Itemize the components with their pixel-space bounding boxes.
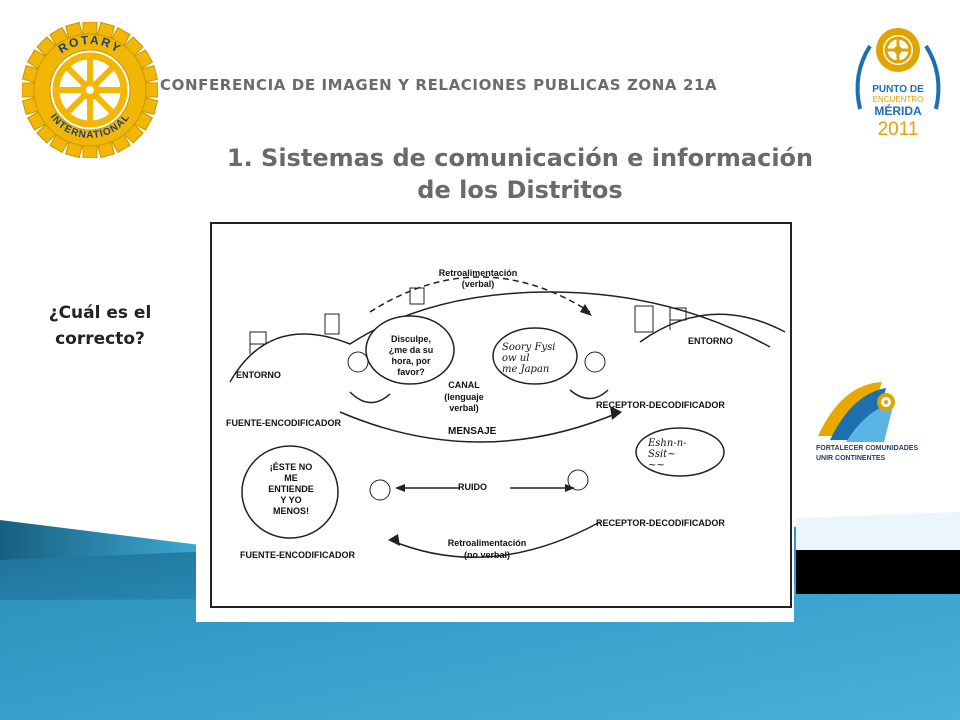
bubble-bottom-right-line: ~~ <box>648 460 665 471</box>
bubble-right-text: Soory Fysi ow ul me Japan <box>502 342 572 375</box>
label-canal: CANAL <box>448 380 480 390</box>
label-entorno-left: ENTORNO <box>236 370 281 380</box>
slide-title-line1: 1. Sistemas de comunicación e informació… <box>226 144 814 172</box>
label-canal-sub2: verbal) <box>449 403 479 413</box>
label-ruido: RUIDO <box>458 482 487 492</box>
label-retro-verbal: Retroalimentación <box>438 268 518 278</box>
communication-diagram: Retroalimentación (verbal) ENTORNO ENTOR… <box>196 212 794 622</box>
conference-title: CONFERENCIA DE IMAGEN Y RELACIONES PUBLI… <box>160 76 718 94</box>
label-fuente-bottom: FUENTE-ENCODIFICADOR <box>240 550 355 560</box>
punto-de-encuentro-logo: PUNTO DE ENCUENTRO MÉRIDA 2011 <box>855 28 941 140</box>
bubble-right-line: me Japan <box>502 364 550 375</box>
slide-title-line2: de los Distritos <box>417 176 623 204</box>
fortalecer-comunidades-logo: FORTALECER COMUNIDADES UNIR CONTINENTES <box>816 382 918 462</box>
bubble-bottom-right-line: Ssit~ <box>648 449 676 460</box>
label-receptor-top: RECEPTOR-DECODIFICADOR <box>596 400 725 410</box>
fortalecer-line2: UNIR CONTINENTES <box>816 455 886 462</box>
bubble-right-line: Soory Fysi <box>502 342 556 353</box>
diagram-drawing <box>210 222 792 608</box>
label-fuente-top: FUENTE-ENCODIFICADOR <box>226 418 341 428</box>
bubble-left-line: hora, por <box>391 356 431 366</box>
bubble-left-text: Disculpe, ¿me da su hora, por favor? <box>376 334 446 378</box>
label-mensaje: MENSAJE <box>448 426 497 437</box>
bubble-bottom-left-line: ¡ÉSTE NO <box>269 462 313 472</box>
question-text: ¿Cuál es el correcto? <box>30 300 170 352</box>
bubble-bottom-left-line: Y YO <box>280 495 302 505</box>
bubble-bottom-left-line: MENOS! <box>273 506 309 516</box>
label-receptor-bottom: RECEPTOR-DECODIFICADOR <box>596 518 725 528</box>
bubble-left-line: favor? <box>397 367 425 377</box>
slide-title: 1. Sistemas de comunicación e informació… <box>180 142 860 206</box>
label-canal-sub1: (lenguaje <box>444 392 484 402</box>
punto-line1: PUNTO DE <box>872 84 924 95</box>
bubble-bottom-left-line: ME <box>284 473 298 483</box>
bubble-right-line: ow ul <box>502 353 530 364</box>
bubble-bottom-right-line: Eshn-n- <box>648 438 687 449</box>
label-retro-noverbal: Retroalimentación <box>447 538 527 548</box>
question-line1: ¿Cuál es el <box>48 303 152 323</box>
bubble-bottom-right-text: Eshn-n- Ssit~ ~~ <box>648 438 718 471</box>
bubble-bottom-left-line: ENTIENDE <box>268 484 314 494</box>
bubble-left-line: ¿me da su <box>388 345 434 355</box>
rotary-wheel-logo: ROTARY INTERNATIONAL <box>22 22 158 158</box>
black-strip <box>796 550 960 594</box>
bubble-bottom-left-text: ¡ÉSTE NO ME ENTIENDE Y YO MENOS! <box>256 462 326 517</box>
fortalecer-line1: FORTALECER COMUNIDADES <box>816 445 918 452</box>
bubble-left-line: Disculpe, <box>390 334 431 344</box>
punto-line2: ENCUENTRO <box>873 95 924 104</box>
punto-line4: 2011 <box>878 119 919 140</box>
label-retro-verbal-sub: (verbal) <box>461 279 495 289</box>
label-retro-noverbal-sub: (no verbal) <box>463 550 510 560</box>
punto-line3: MÉRIDA <box>874 103 922 118</box>
label-entorno-right: ENTORNO <box>688 336 733 346</box>
question-line2: correcto? <box>55 329 145 349</box>
